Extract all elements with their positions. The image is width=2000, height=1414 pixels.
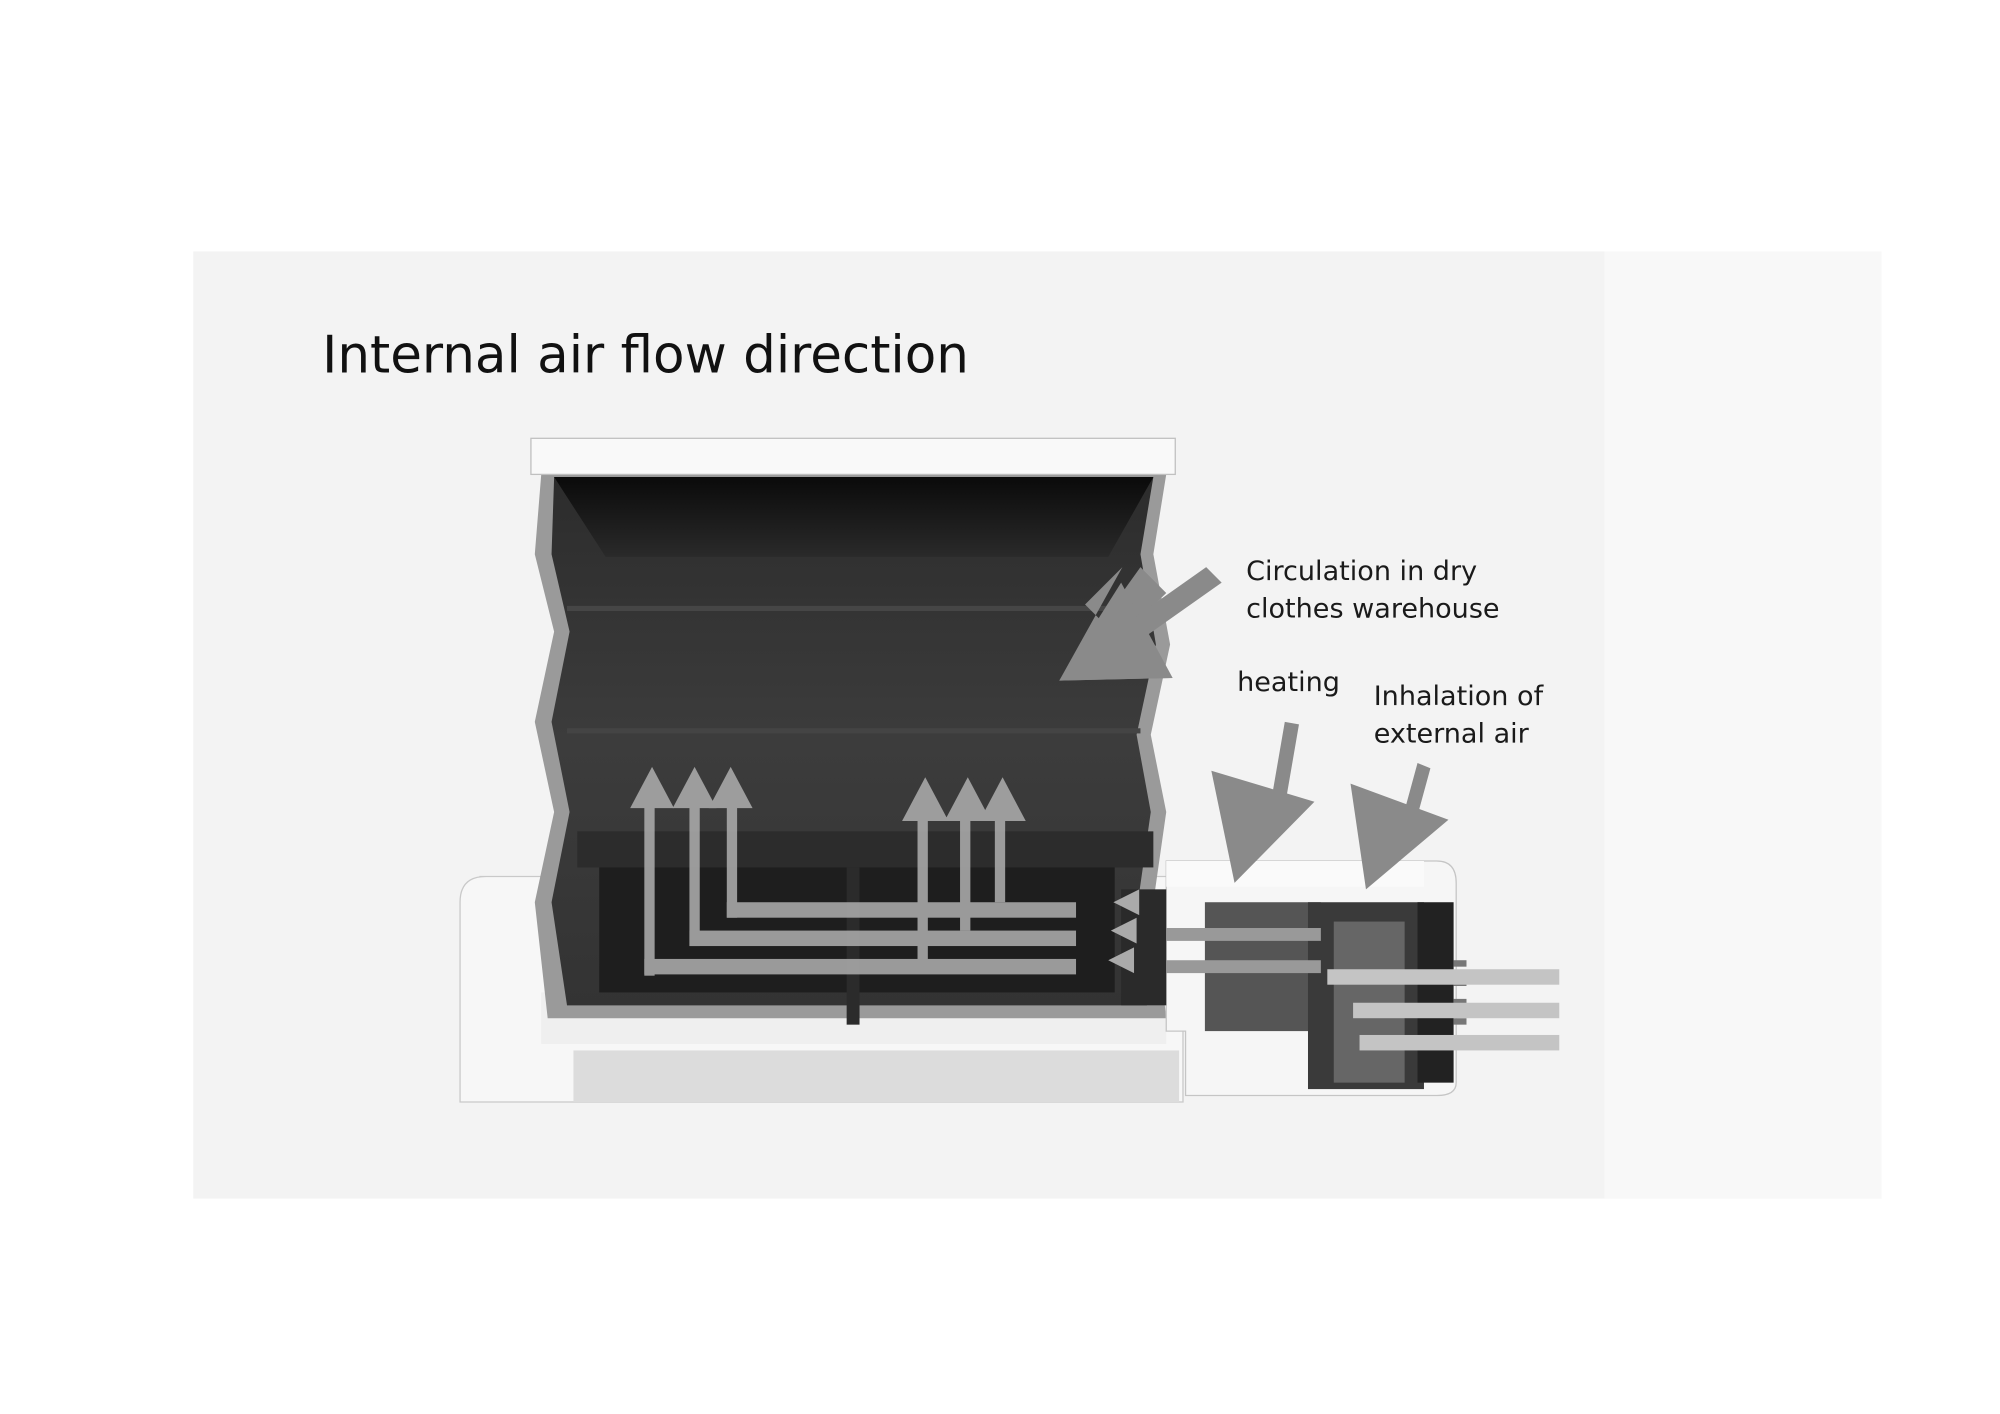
label-heating: heating: [1237, 667, 1340, 698]
inhalation-arrow: [1350, 763, 1449, 890]
shelf: [577, 831, 1154, 868]
label-inhalation-line2: external air: [1374, 718, 1530, 749]
circulation-arrow: [1059, 567, 1222, 681]
label-circulation-line2: clothes warehouse: [1246, 593, 1499, 624]
label-inhalation-line1: Inhalation of: [1374, 681, 1545, 712]
intake-flow-lines: [1108, 889, 1560, 1051]
diagram-title: Internal air flow direction: [322, 326, 969, 386]
heating-arrow: [1211, 721, 1315, 883]
background-panel-right: [1604, 251, 1882, 1199]
label-circulation-line1: Circulation in dry: [1246, 556, 1477, 587]
lid: [530, 437, 1176, 476]
internal-flow-arrows: [630, 766, 1077, 976]
